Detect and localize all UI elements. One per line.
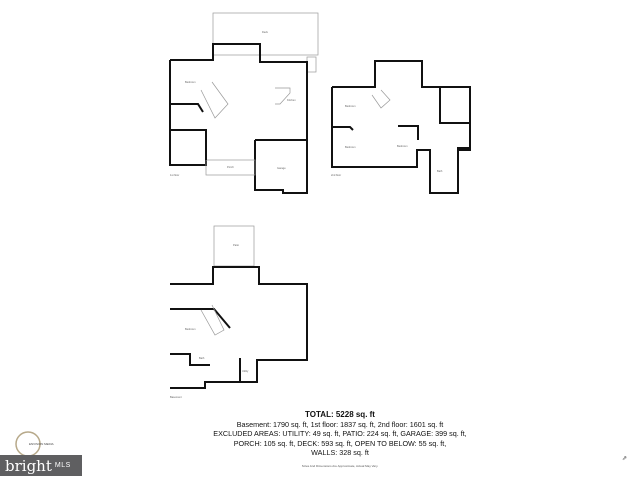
svg-text:Garage: Garage — [277, 166, 286, 170]
svg-text:Porch: Porch — [227, 165, 234, 169]
first-floor-plan: Deck Garage Porch Kitchen Bedroom 1st fl… — [169, 12, 319, 194]
deck-outline — [212, 12, 319, 56]
svg-text:ENVISION MEDIA: ENVISION MEDIA — [29, 442, 54, 446]
floor-areas: Basement: 1790 sq. ft, 1st floor: 1837 s… — [236, 419, 444, 429]
staircase — [371, 89, 391, 109]
total-area: TOTAL: 5228 sq. ft — [305, 410, 375, 419]
svg-text:Basement: Basement — [170, 395, 182, 399]
svg-text:Kitchen: Kitchen — [287, 98, 296, 102]
svg-text:Bedroom: Bedroom — [345, 145, 356, 149]
svg-text:Patio: Patio — [233, 243, 239, 247]
staircase — [200, 81, 229, 119]
svg-text:Bedroom: Bedroom — [185, 80, 196, 84]
deck-stairs — [306, 56, 317, 73]
porch-outline — [205, 159, 256, 176]
excluded-areas-cont: PORCH: 105 sq. ft, DECK: 593 sq. ft, OPE… — [233, 438, 447, 448]
basement-plan: Patio Bedroom Bath Utility Basement — [170, 225, 308, 399]
staircase — [200, 304, 225, 336]
svg-text:Utility: Utility — [242, 369, 249, 373]
svg-text:Bedroom: Bedroom — [345, 104, 356, 108]
walls-area: WALLS: 328 sq. ft — [311, 448, 369, 458]
svg-text:1st floor: 1st floor — [170, 173, 179, 177]
svg-text:2nd floor: 2nd floor — [331, 173, 341, 177]
area-summary: TOTAL: 5228 sq. ft Basement: 1790 sq. ft… — [200, 410, 480, 458]
svg-text:Bedroom: Bedroom — [397, 144, 408, 148]
svg-text:Deck: Deck — [262, 30, 269, 34]
bright-mls-logo: bright MLS — [0, 455, 82, 476]
disclaimer: Sizes And Dimensions Are Approximate, Ac… — [301, 464, 379, 468]
second-floor-walls — [332, 60, 471, 149]
svg-text:Bath: Bath — [199, 356, 205, 360]
second-floor-plan: Bedroom Bedroom Bedroom Bath 2nd floor — [331, 60, 471, 194]
basement-walls — [170, 266, 308, 389]
kitchen-island — [275, 87, 291, 105]
north-arrow-icon: ⇗ — [622, 456, 628, 462]
excluded-areas: EXCLUDED AREAS: UTILITY: 49 sq. ft, PATI… — [213, 429, 467, 439]
first-floor-walls — [170, 43, 308, 194]
svg-text:Bath: Bath — [437, 169, 443, 173]
svg-text:Bedroom: Bedroom — [185, 327, 196, 331]
